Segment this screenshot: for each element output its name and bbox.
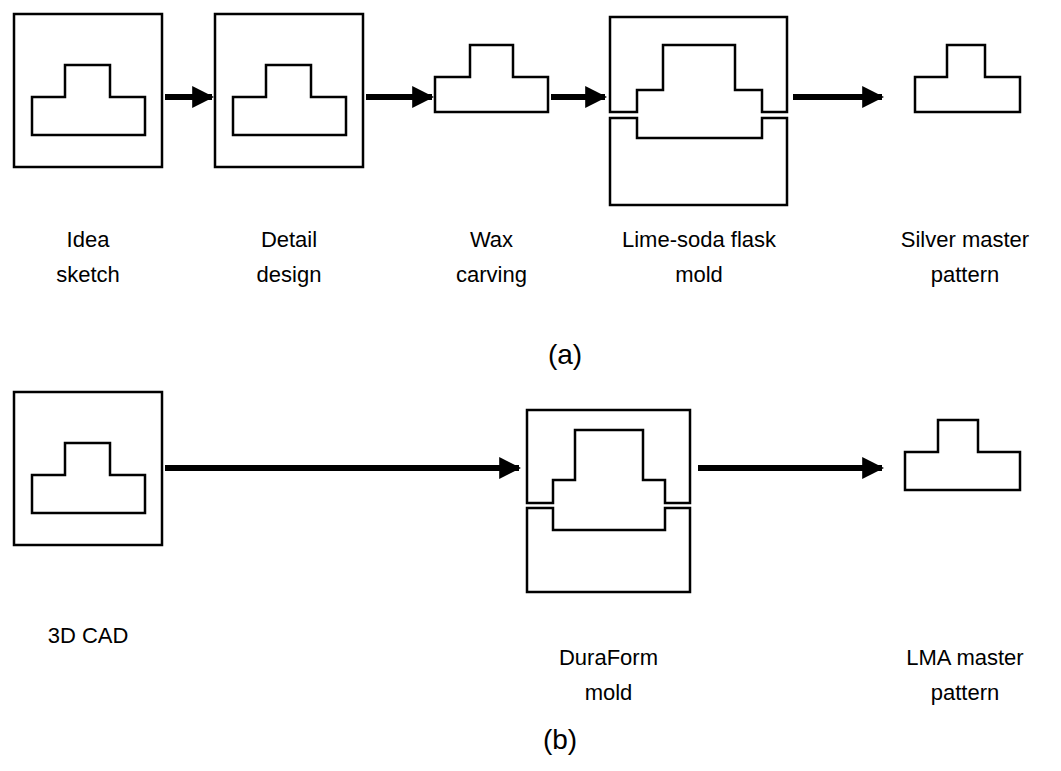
flow-arrow <box>698 465 882 471</box>
flow-arrow <box>165 465 519 471</box>
flow-arrow <box>366 94 432 100</box>
design-frame <box>215 14 363 167</box>
mold-lower-half <box>527 508 690 592</box>
stage-label: Idea sketch <box>43 222 133 292</box>
stage-label: LMA master pattern <box>885 640 1045 710</box>
stage-label: Silver master pattern <box>885 222 1045 292</box>
wax-t-shape <box>435 45 548 112</box>
stage-label: Lime-soda flask mold <box>609 222 789 292</box>
sketch-frame <box>14 14 162 167</box>
figure-space <box>885 45 1045 112</box>
figure-space <box>435 45 548 112</box>
cad-frame <box>14 392 162 545</box>
flow-arrow <box>551 94 605 100</box>
process-stage: Detail design <box>215 14 363 292</box>
process-stage: Silver master pattern <box>885 45 1045 292</box>
silver-t-shape <box>915 45 1020 112</box>
process-stage: Idea sketch <box>14 14 162 292</box>
figure-space <box>215 14 363 167</box>
figure-space <box>14 392 162 545</box>
lma-t-shape <box>905 420 1020 490</box>
figure-space <box>522 410 695 592</box>
stage-label: 3D CAD <box>18 618 158 653</box>
process-stage: Wax carving <box>435 45 548 292</box>
stage-label: Wax carving <box>442 222 542 292</box>
t-shape <box>32 443 145 513</box>
panel-label: (a) <box>548 339 582 371</box>
process-stage: DuraForm mold <box>522 410 695 710</box>
panel-label: (b) <box>543 724 577 756</box>
mold-lower-half <box>610 118 787 205</box>
process-stage: 3D CAD <box>14 392 162 653</box>
figure-space <box>14 14 162 167</box>
t-shape <box>233 65 346 135</box>
flow-arrow <box>793 94 882 100</box>
t-shape <box>32 65 145 135</box>
mold-upper-half <box>527 410 690 503</box>
mold-upper-half <box>610 17 787 112</box>
figure-space <box>608 17 790 205</box>
process-stage: LMA master pattern <box>885 420 1045 710</box>
figure-space <box>885 420 1045 490</box>
stage-label: Detail design <box>239 222 339 292</box>
flow-arrow <box>165 94 212 100</box>
process-stage: Lime-soda flask mold <box>608 17 790 292</box>
stage-label: DuraForm mold <box>554 640 664 710</box>
